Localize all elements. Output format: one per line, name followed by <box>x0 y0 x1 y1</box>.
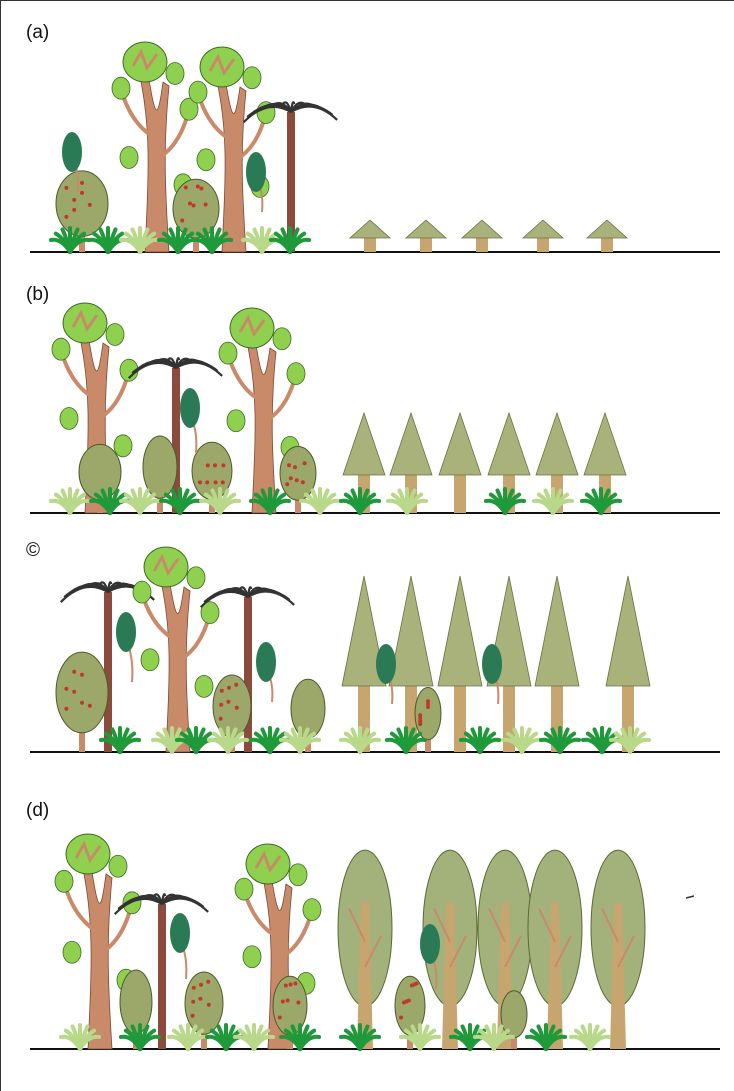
plantation-tree <box>462 220 502 252</box>
fern <box>51 489 89 513</box>
fern <box>271 228 309 252</box>
plantation-tree <box>523 220 563 252</box>
fern <box>388 489 426 513</box>
native-tree <box>133 547 219 752</box>
fern <box>611 728 649 752</box>
plantation-mature-tree <box>338 850 392 1049</box>
plantation-mature-tree <box>591 850 645 1049</box>
plantation-tree <box>587 220 627 252</box>
fern <box>341 489 379 513</box>
fern <box>571 1025 609 1049</box>
dark-leaf-plant <box>376 644 396 704</box>
dark-leaf-plant <box>116 612 136 682</box>
fern <box>341 1025 379 1049</box>
fern <box>461 728 499 752</box>
dark-leaf-plant <box>246 152 266 212</box>
fern <box>341 728 379 752</box>
plantation-tree <box>439 413 481 513</box>
plantation-tree <box>406 220 446 252</box>
plantation-tree <box>535 576 579 752</box>
fern <box>486 489 524 513</box>
fern <box>235 1025 273 1049</box>
fern <box>541 728 579 752</box>
fern <box>582 489 620 513</box>
fern <box>534 489 572 513</box>
plantation-tree <box>606 576 650 752</box>
plantation-tree <box>350 220 390 252</box>
dark-leaf-plant <box>482 644 502 704</box>
plantation-tree <box>438 576 482 752</box>
dark-leaf-plant <box>170 913 190 979</box>
dark-leaf-plant <box>180 388 200 453</box>
plantation-mature-tree <box>528 850 582 1049</box>
dark-leaf-plant <box>256 642 276 702</box>
stray-mark <box>686 896 694 898</box>
shrub <box>56 652 108 752</box>
